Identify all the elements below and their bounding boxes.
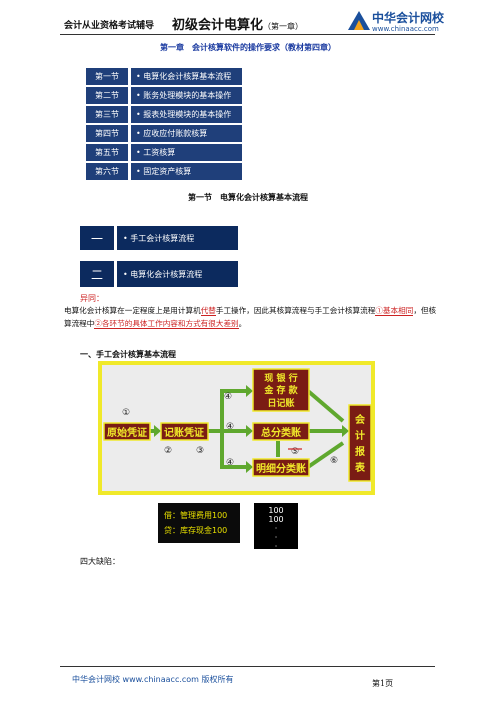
toc-row: 第二节• 账务处理模块的基本操作 [86,87,242,104]
logo-icon [348,11,370,30]
step-label: ③ [196,446,204,456]
toc-text: • 工资核算 [131,144,242,161]
toc-num: 第四节 [86,125,128,142]
toc-row: 第一节• 电算化会计核算基本流程 [86,68,242,85]
header-left-text: 会计从业资格考试辅导 [64,21,155,31]
chapter-title: 第一章 会计核算软件的操作要求（教材第四章） [160,42,336,52]
num-line: · [274,533,278,542]
sub-text: • 手工会计核算流程 [117,226,238,250]
sub-num: 二 [80,261,114,287]
journal-entry-note: 借：管理费用100 贷：库存现金100 [158,503,240,543]
step-label: ⑤ [291,447,299,457]
text: 电算化会计核算在一定程度上是用计算机 [64,306,201,315]
sub-num: 一 [80,226,114,250]
logo-name: 中华会计网校 [372,11,445,25]
flow-report-1: 会 [355,413,365,426]
entry-line: 借：管理费用100 [164,511,228,520]
sub-item: 一 • 手工会计核算流程 [80,226,238,250]
flow-report-2: 计 [355,429,365,442]
step-label: ① [122,408,130,418]
logo-url: www.chinaacc.com [372,25,439,33]
diff-label: 异同： [80,294,104,303]
header-title: 初级会计电算化（第一章） [172,18,304,33]
toc-row: 第三节• 报表处理模块的基本操作 [86,106,242,123]
section-title: 第一节 电算化会计核算基本流程 [188,192,308,202]
toc-list: 第一节• 电算化会计核算基本流程 第二节• 账务处理模块的基本操作 第三节• 报… [86,68,242,182]
flow-journal-bot: 日记账 [267,397,294,409]
flow-voucher: 记账凭证 [164,426,204,439]
step-label: ④ [226,422,234,432]
text: 。 [238,319,247,328]
toc-row: 第四节• 应收应付账款核算 [86,125,242,142]
toc-text: • 应收应付账款核算 [131,125,242,142]
num-line: 100 [268,506,284,515]
footer-rule [60,666,435,667]
toc-text: • 固定资产核算 [131,163,242,180]
step-label: ④ [226,458,234,468]
toc-text: • 报表处理模块的基本操作 [131,106,242,123]
flow-diagram: 原始凭证 记账凭证 现 银 行 金 存 款 日记账 总分类账 明细分类账 会 计… [98,361,375,495]
toc-row: 第六节• 固定资产核算 [86,163,242,180]
flow-journal-top: 现 银 行 [264,372,297,384]
text: ，但核算流程中 [64,306,437,328]
toc-num: 第五节 [86,144,128,161]
toc-num: 第六节 [86,163,128,180]
num-line: 10000 [263,551,289,560]
toc-text: • 账务处理模块的基本操作 [131,87,242,104]
step-label: ⑥ [330,456,338,466]
toc-num: 第三节 [86,106,128,123]
paragraph: 电算化会计核算在一定程度上是用计算机代替手工操作，因此其核算流程与手工会计核算流… [64,304,440,330]
logo: 中华会计网校 www.chinaacc.com [346,8,444,38]
num-line: · [274,542,278,551]
four-defects-label: 四大缺陷： [80,557,120,566]
toc-num: 第一节 [86,68,128,85]
page-number: 第1页 [372,679,394,688]
flow-report-4: 表 [354,461,366,474]
flow-general: 总分类账 [261,426,301,439]
toc-num: 第二节 [86,87,128,104]
toc-row: 第五节• 工资核算 [86,144,242,161]
entry-line: 贷：库存现金100 [164,526,228,535]
highlight: 代替 [200,306,216,316]
toc-text: • 电算化会计核算基本流程 [131,68,242,85]
flow-journal-mid: 金 存 款 [263,384,298,396]
num-line: · [274,524,278,533]
num-line: 100 [268,515,284,524]
sub-text: • 电算化会计核算流程 [117,261,238,287]
highlight: ①基本相同 [375,306,414,316]
step-label: ② [164,446,172,456]
numbers-note: 100 100 · · · 10000 [254,503,298,560]
sub-heading: 一、手工会计核算基本流程 [80,349,176,359]
step-label: ④ [224,392,232,402]
highlight: ②各环节的具体工作内容和方式有很大差别 [94,319,239,329]
header-rule [60,34,435,35]
text: 手工操作，因此其核算流程与手工会计核算流程 [215,306,376,315]
footer-logo: 中华会计网校 www.chinaacc.com 版权所有 [72,675,234,684]
flow-source: 原始凭证 [107,426,147,439]
sub-item: 二 • 电算化会计核算流程 [80,261,238,287]
flow-detail: 明细分类账 [256,462,306,475]
flow-report-3: 报 [355,445,365,458]
